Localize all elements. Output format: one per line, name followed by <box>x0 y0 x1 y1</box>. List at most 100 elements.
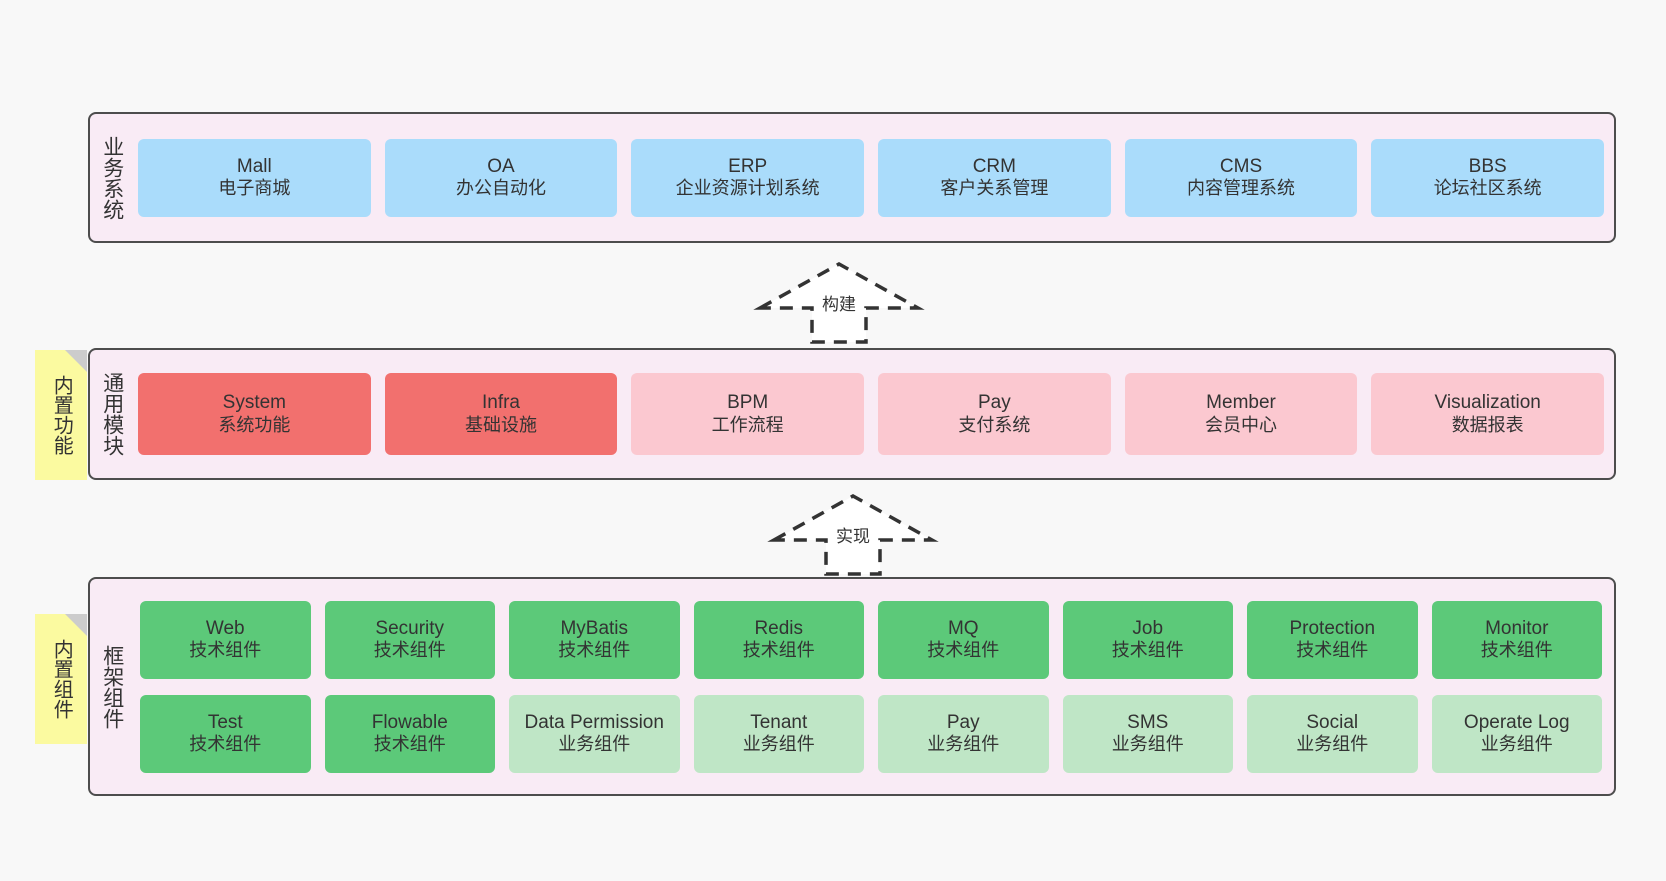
card-en-label: Pay <box>977 392 1011 414</box>
common-card-member[interactable]: Member 会员中心 <box>1124 373 1358 455</box>
business-systems-band: 业务系统 Mall 电子商城 OA 办公自动化 ERP 企业资源计划系统 CRM… <box>88 112 1616 243</box>
framework-row-technical: Web 技术组件 Security 技术组件 MyBatis 技术组件 Redi… <box>140 600 1602 679</box>
sticky-note-label: 内置组件 <box>50 639 73 719</box>
card-cn-label: 业务组件 <box>558 734 631 755</box>
folded-corner-icon <box>65 350 87 372</box>
card-en-label: BPM <box>727 392 769 414</box>
framework-card-monitor[interactable]: Monitor 技术组件 <box>1431 600 1602 679</box>
business-card-bbs[interactable]: BBS 论坛社区系统 <box>1371 138 1605 217</box>
card-cn-label: 技术组件 <box>373 734 446 755</box>
framework-card-social[interactable]: Social 业务组件 <box>1247 694 1418 773</box>
card-en-label: System <box>222 392 287 414</box>
card-en-label: Protection <box>1289 617 1376 639</box>
sticky-note-builtin-component: 内置组件 <box>35 614 87 744</box>
card-en-label: Test <box>207 711 243 733</box>
framework-row-business: Test 技术组件 Flowable 技术组件 Data Permission … <box>140 694 1602 773</box>
framework-card-protection[interactable]: Protection 技术组件 <box>1247 600 1418 679</box>
business-card-crm[interactable]: CRM 客户关系管理 <box>878 138 1111 217</box>
card-cn-label: 技术组件 <box>189 734 262 755</box>
hollow-up-arrow-icon <box>767 493 939 576</box>
hollow-up-arrow-icon <box>753 261 925 344</box>
business-card-oa[interactable]: OA 办公自动化 <box>384 138 618 217</box>
card-cn-label: 技术组件 <box>1480 640 1553 661</box>
card-cn-label: 支付系统 <box>958 414 1031 435</box>
card-cn-label: 技术组件 <box>189 640 262 661</box>
card-cn-label: 技术组件 <box>927 640 1000 661</box>
card-en-label: MQ <box>947 617 979 639</box>
framework-card-web[interactable]: Web 技术组件 <box>140 600 311 679</box>
card-en-label: CMS <box>1219 155 1263 177</box>
framework-card-security[interactable]: Security 技术组件 <box>324 600 495 679</box>
card-cn-label: 业务组件 <box>1111 734 1184 755</box>
card-en-label: SMS <box>1127 711 1169 733</box>
business-systems-title: 业务系统 <box>100 135 124 220</box>
card-cn-label: 技术组件 <box>1111 640 1184 661</box>
common-card-system[interactable]: System 系统功能 <box>138 373 371 455</box>
common-card-visualization[interactable]: Visualization 数据报表 <box>1371 373 1605 455</box>
card-en-label: Tenant <box>750 711 808 733</box>
card-en-label: Web <box>205 617 245 639</box>
framework-card-data-permission[interactable]: Data Permission 业务组件 <box>509 694 680 773</box>
card-cn-label: 电子商城 <box>218 178 291 199</box>
framework-card-flowable[interactable]: Flowable 技术组件 <box>324 694 495 773</box>
sticky-note-label: 内置功能 <box>50 375 73 455</box>
framework-card-pay[interactable]: Pay 业务组件 <box>878 694 1049 773</box>
card-en-label: Monitor <box>1485 617 1549 639</box>
framework-card-operate-log[interactable]: Operate Log 业务组件 <box>1431 694 1602 773</box>
card-en-label: Operate Log <box>1463 711 1570 733</box>
implement-arrow-label: 实现 <box>836 526 870 546</box>
card-cn-label: 技术组件 <box>558 640 631 661</box>
common-card-pay[interactable]: Pay 支付系统 <box>878 373 1111 455</box>
card-en-label: Visualization <box>1434 392 1541 414</box>
card-cn-label: 办公自动化 <box>456 178 546 199</box>
framework-card-mybatis[interactable]: MyBatis 技术组件 <box>509 600 680 679</box>
business-systems-cards: Mall 电子商城 OA 办公自动化 ERP 企业资源计划系统 CRM 客户关系… <box>134 114 1614 241</box>
common-card-infra[interactable]: Infra 基础设施 <box>384 373 618 455</box>
implement-arrow: 实现 <box>758 490 948 578</box>
card-en-label: Security <box>375 617 445 639</box>
card-cn-label: 会员中心 <box>1205 414 1278 435</box>
card-cn-label: 技术组件 <box>742 640 815 661</box>
common-modules-band: 通用模块 System 系统功能 Infra 基础设施 BPM 工作流程 Pay… <box>88 348 1616 480</box>
framework-card-job[interactable]: Job 技术组件 <box>1062 600 1233 679</box>
framework-card-mq[interactable]: MQ 技术组件 <box>878 600 1049 679</box>
card-en-label: Social <box>1306 711 1359 733</box>
build-arrow-label: 构建 <box>822 294 856 314</box>
card-en-label: Infra <box>481 392 521 414</box>
framework-card-redis[interactable]: Redis 技术组件 <box>693 600 864 679</box>
business-card-cms[interactable]: CMS 内容管理系统 <box>1124 138 1358 217</box>
card-en-label: Pay <box>946 711 980 733</box>
card-cn-label: 技术组件 <box>373 640 446 661</box>
card-en-label: Redis <box>754 617 804 639</box>
framework-card-sms[interactable]: SMS 业务组件 <box>1062 694 1233 773</box>
card-en-label: Data Permission <box>524 711 664 733</box>
framework-components-title: 框架组件 <box>100 644 124 729</box>
card-en-label: MyBatis <box>560 617 629 639</box>
card-en-label: OA <box>487 155 515 177</box>
card-cn-label: 数据报表 <box>1451 414 1524 435</box>
card-cn-label: 客户关系管理 <box>940 178 1049 199</box>
card-en-label: CRM <box>972 155 1016 177</box>
card-cn-label: 工作流程 <box>711 414 784 435</box>
card-cn-label: 系统功能 <box>218 414 291 435</box>
card-cn-label: 业务组件 <box>1296 734 1369 755</box>
card-en-label: Job <box>1132 617 1164 639</box>
framework-card-tenant[interactable]: Tenant 业务组件 <box>693 694 864 773</box>
common-card-bpm[interactable]: BPM 工作流程 <box>631 373 865 455</box>
card-cn-label: 业务组件 <box>927 734 1000 755</box>
card-en-label: Flowable <box>371 711 448 733</box>
common-modules-cards: System 系统功能 Infra 基础设施 BPM 工作流程 Pay 支付系统… <box>134 350 1614 478</box>
card-en-label: BBS <box>1468 155 1507 177</box>
business-card-erp[interactable]: ERP 企业资源计划系统 <box>631 138 865 217</box>
business-card-mall[interactable]: Mall 电子商城 <box>138 138 371 217</box>
card-cn-label: 内容管理系统 <box>1187 178 1296 199</box>
card-en-label: ERP <box>728 155 768 177</box>
sticky-note-builtin-function: 内置功能 <box>35 350 87 480</box>
card-cn-label: 企业资源计划系统 <box>675 178 820 199</box>
card-cn-label: 业务组件 <box>1480 734 1553 755</box>
card-en-label: Mall <box>236 155 272 177</box>
framework-components-band: 框架组件 Web 技术组件 Security 技术组件 MyBatis 技术组件… <box>88 577 1616 796</box>
card-cn-label: 论坛社区系统 <box>1433 178 1542 199</box>
framework-card-test[interactable]: Test 技术组件 <box>140 694 311 773</box>
card-cn-label: 基础设施 <box>465 414 537 435</box>
